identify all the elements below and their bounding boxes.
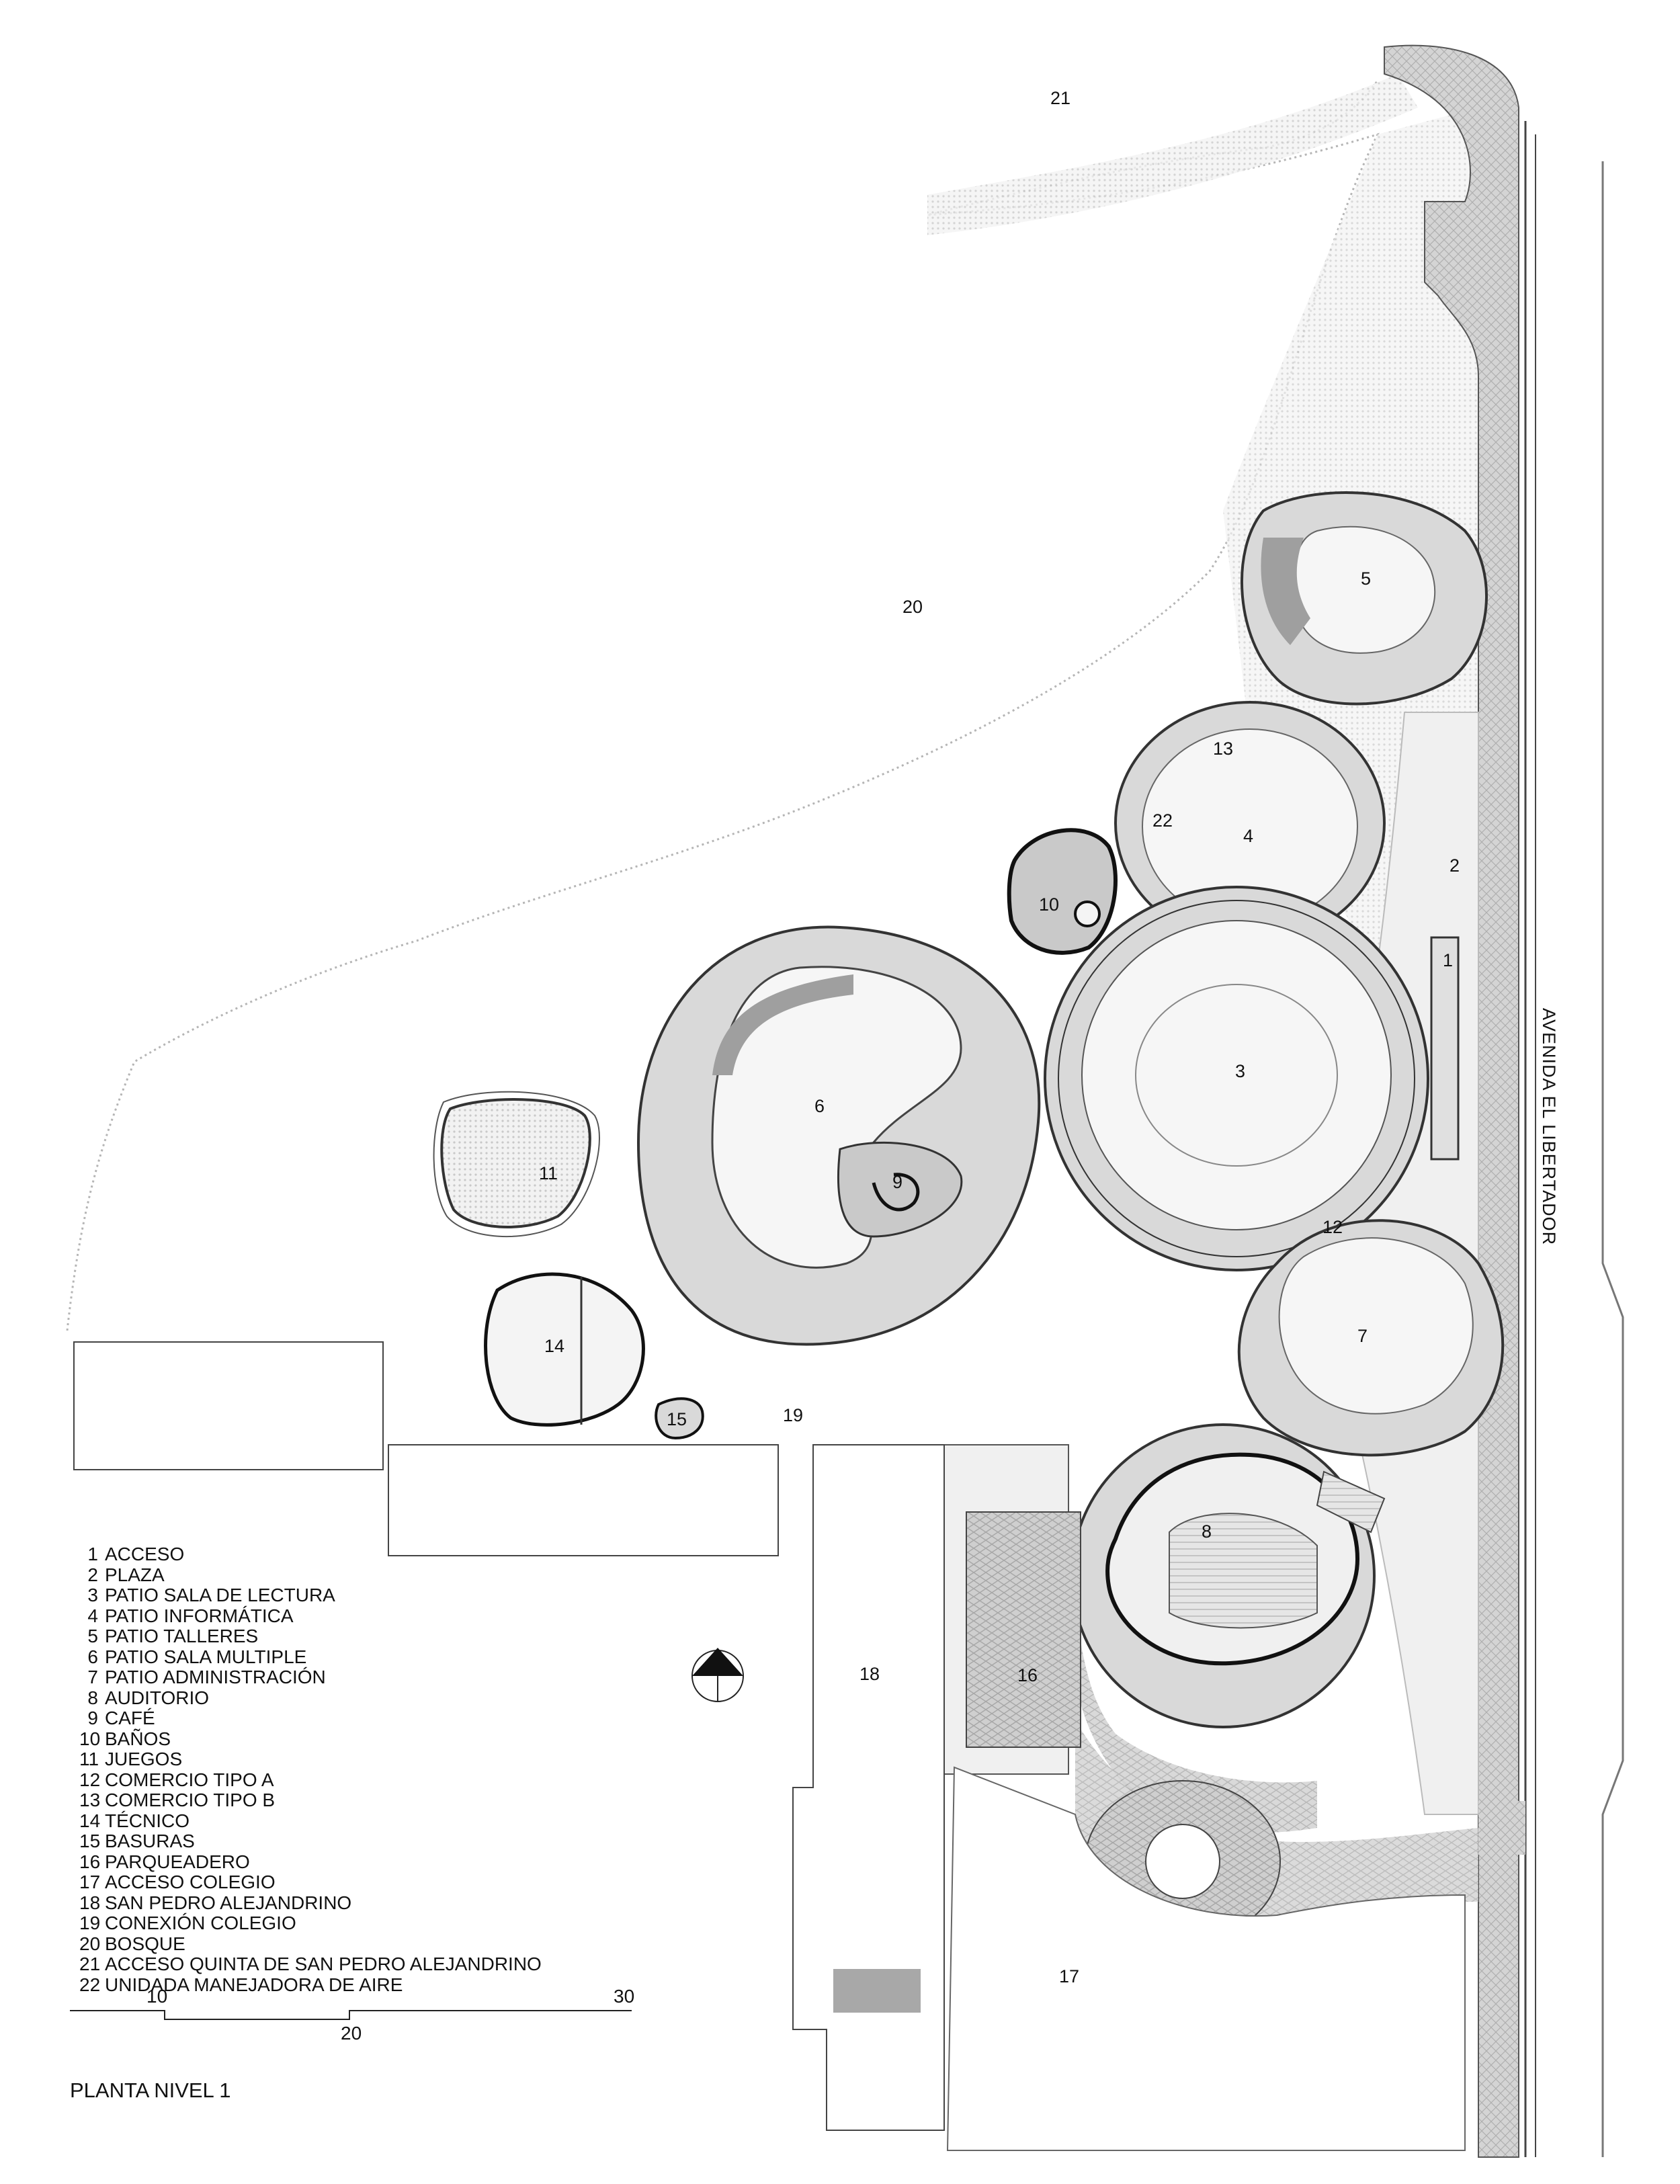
zone-22: 22: [1152, 810, 1173, 831]
access-ramp: [1430, 936, 1460, 1161]
zone-20: 20: [902, 597, 923, 617]
zone-18: 18: [859, 1664, 880, 1684]
roundabout-island: [1145, 1824, 1220, 1899]
module-11-playground: [440, 1098, 591, 1229]
zone-21: 21: [1050, 88, 1070, 108]
plan-title: PLANTA NIVEL 1: [70, 2078, 231, 2102]
zone-5: 5: [1361, 569, 1371, 589]
school-entry-mark: [833, 1969, 921, 2013]
module-5-steps: [1261, 538, 1310, 645]
module-10-core: [1074, 900, 1101, 927]
zone-17: 17: [1059, 1966, 1079, 1986]
module-3-inner-line: [1058, 900, 1415, 1257]
forest-texture-top: [927, 74, 1418, 235]
scale-label-20: 20: [341, 2023, 362, 2044]
zone-13: 13: [1213, 739, 1233, 759]
zone-4: 4: [1243, 826, 1253, 846]
scale-bar: [70, 2010, 632, 2020]
zone-14: 14: [544, 1336, 564, 1356]
block-west: [73, 1341, 384, 1470]
zone-15: 15: [667, 1409, 687, 1429]
zone-10: 10: [1039, 894, 1059, 915]
zone-6: 6: [814, 1096, 825, 1116]
zone-12: 12: [1322, 1217, 1343, 1237]
module-14-building: [484, 1272, 645, 1427]
lobby-sweep: [944, 1452, 1317, 1833]
zone-2: 2: [1450, 855, 1460, 876]
module-8-stairs: [1316, 1470, 1386, 1534]
zone-8: 8: [1202, 1521, 1212, 1542]
zone-19: 19: [783, 1405, 803, 1425]
access-bridge: [1478, 1801, 1525, 1855]
zone-7: 7: [1357, 1326, 1368, 1346]
module-8-seating: [1169, 1513, 1318, 1629]
module-11-outline: [433, 1091, 600, 1238]
north-arrow-icon: [691, 1648, 744, 1702]
block-school: [792, 1444, 945, 2131]
cafe-structure: [837, 1141, 963, 1238]
scale-label-30: 30: [614, 1986, 635, 2007]
zone-1: 1: [1443, 950, 1453, 970]
module-10-building: [1007, 828, 1118, 955]
zone-11: 11: [539, 1163, 558, 1183]
module-7-patio: [1278, 1237, 1474, 1415]
zone-16: 16: [1017, 1665, 1038, 1685]
zone-3: 3: [1235, 1061, 1245, 1081]
block-center: [388, 1444, 779, 1556]
parking-stalls: [966, 1511, 1081, 1748]
avenue-far-edge: [1601, 161, 1624, 2157]
module-6-stands: [712, 974, 853, 1075]
street-label: AVENIDA EL LIBERTADOR: [1539, 1008, 1559, 1246]
cafe-spiral: [872, 1173, 920, 1212]
module-3-reading-ring: [1135, 984, 1338, 1167]
scale-label-10: 10: [146, 1986, 168, 2007]
module-3-patio: [1081, 920, 1392, 1230]
school-yard: [946, 1766, 1466, 2151]
zone-9: 9: [892, 1172, 902, 1192]
module-15-building: [655, 1397, 704, 1440]
